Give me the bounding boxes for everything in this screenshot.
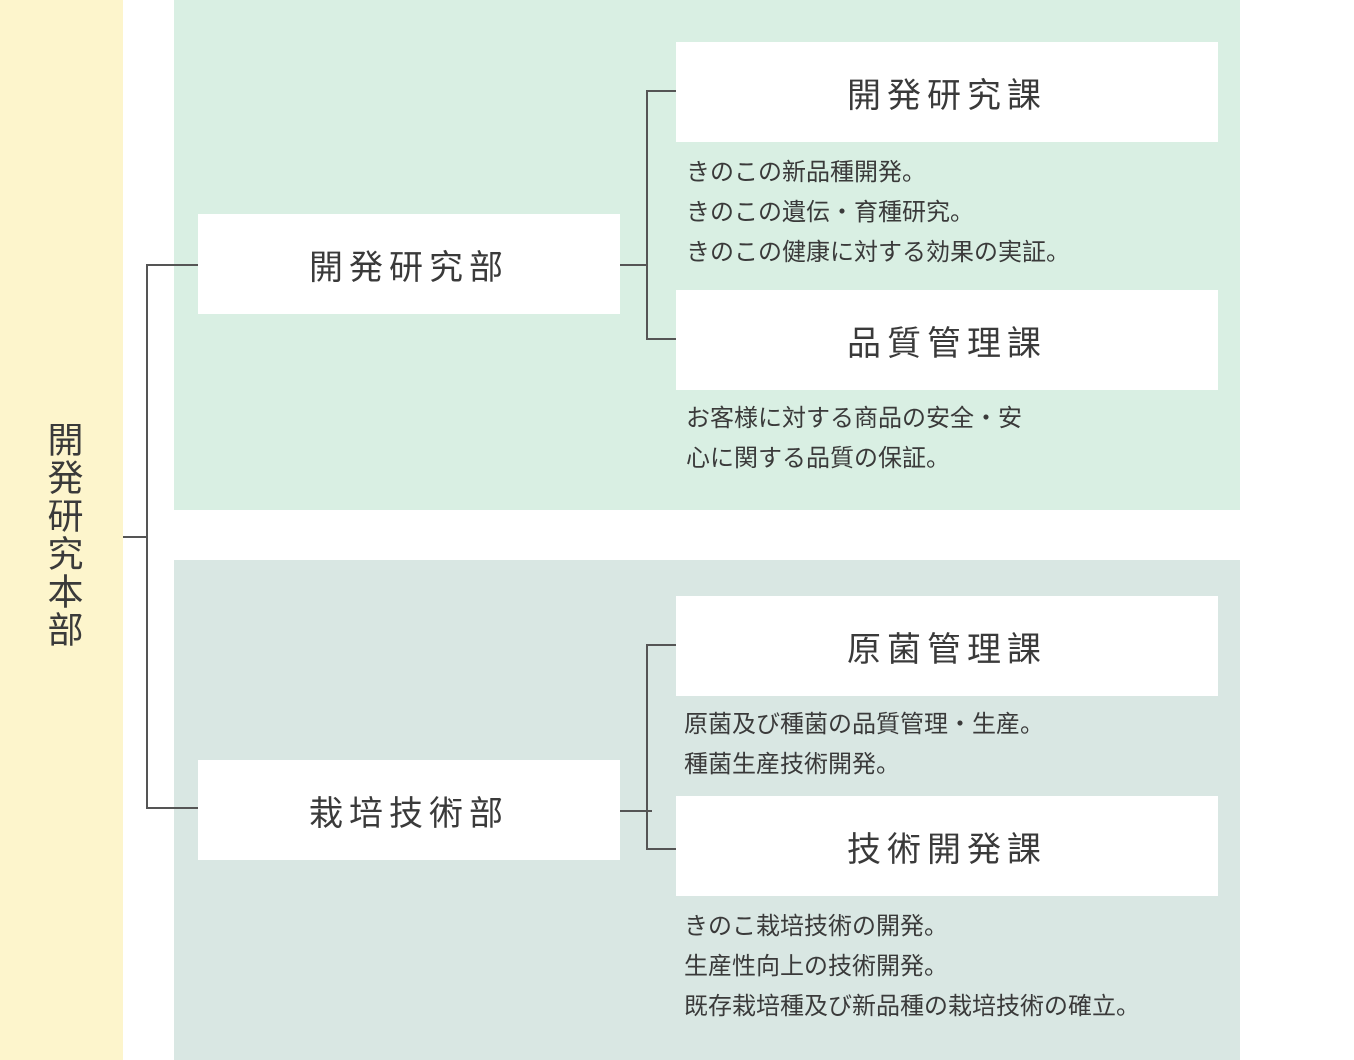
headquarters-label: 開発研究本部 — [41, 421, 83, 649]
description-line: 生産性向上の技術開発。 — [684, 952, 948, 980]
description-line: きのこの健康に対する効果の実証。 — [686, 238, 1070, 266]
connector-line — [620, 264, 648, 266]
description-line: きのこ栽培技術の開発。 — [684, 912, 948, 940]
section-box-original-strain: 原菌管理課 — [676, 596, 1218, 696]
connector-line — [646, 848, 676, 850]
description-line: きのこの新品種開発。 — [686, 158, 926, 186]
connector-line — [646, 644, 676, 646]
section-box-development-research: 開発研究課 — [676, 42, 1218, 142]
headquarters-column: 開発研究本部 — [0, 0, 123, 1060]
section-description: きのこの新品種開発。 きのこの遺伝・育種研究。 きのこの健康に対する効果の実証。 — [686, 152, 1070, 272]
dept-label: 開発研究部 — [309, 247, 509, 288]
connector-line — [146, 264, 198, 266]
description-line: 心に関する品質の保証。 — [686, 444, 950, 472]
connector-line — [620, 810, 652, 812]
section-description: 原菌及び種菌の品質管理・生産。 種菌生産技術開発。 — [684, 704, 1044, 784]
section-box-technology-development: 技術開発課 — [676, 796, 1218, 896]
description-line: きのこの遺伝・育種研究。 — [686, 198, 974, 226]
dept-box-development-research: 開発研究部 — [198, 214, 620, 314]
connector-line — [646, 90, 648, 340]
connector-line — [646, 644, 648, 850]
connector-line — [146, 264, 148, 809]
connector-line — [146, 807, 198, 809]
dept-label: 栽培技術部 — [309, 793, 509, 834]
section-label: 開発研究課 — [847, 75, 1047, 116]
section-label: 技術開発課 — [847, 829, 1047, 870]
connector-line — [646, 90, 676, 92]
connector-line — [646, 338, 676, 340]
description-line: お客様に対する商品の安全・安 — [686, 404, 1022, 432]
description-line: 原菌及び種菌の品質管理・生産。 — [684, 710, 1044, 738]
section-label: 品質管理課 — [847, 323, 1047, 364]
description-line: 種菌生産技術開発。 — [684, 750, 900, 778]
section-box-quality-control: 品質管理課 — [676, 290, 1218, 390]
connector-line — [123, 536, 148, 538]
section-description: きのこ栽培技術の開発。 生産性向上の技術開発。 既存栽培種及び新品種の栽培技術の… — [684, 906, 1140, 1026]
dept-box-cultivation-technology: 栽培技術部 — [198, 760, 620, 860]
description-line: 既存栽培種及び新品種の栽培技術の確立。 — [684, 992, 1140, 1020]
section-description: お客様に対する商品の安全・安 心に関する品質の保証。 — [686, 398, 1022, 478]
section-label: 原菌管理課 — [847, 629, 1047, 670]
